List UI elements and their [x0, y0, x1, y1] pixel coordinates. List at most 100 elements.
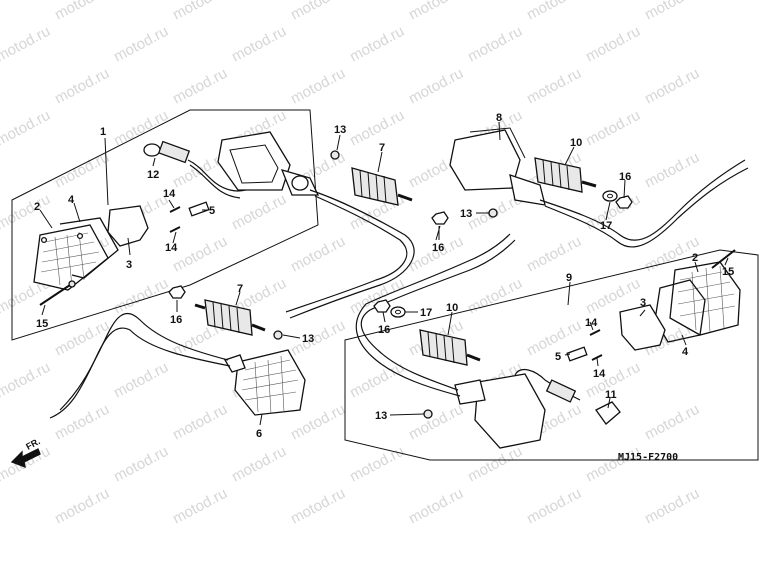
callout-16-a: 16 [432, 242, 444, 254]
callout-1: 1 [100, 126, 106, 138]
callout-7-lower: 7 [237, 283, 243, 295]
front-signal-part-6 [224, 349, 306, 416]
front-signal-wire-right [539, 159, 746, 241]
watermark-text: motod.ru [170, 401, 230, 444]
rear-wire-right [360, 239, 516, 391]
watermark-text: motod.ru [524, 485, 584, 528]
watermark-text: motod.ru [52, 317, 112, 360]
callout-13-a: 13 [334, 124, 346, 136]
watermark-text: motod.ru [642, 401, 702, 444]
stalk-wire-left [289, 189, 415, 319]
front-direction-arrow-icon [10, 448, 41, 469]
watermark-text: motod.ru [347, 23, 407, 66]
front-signal-part-8 [449, 127, 546, 206]
callout-14-a: 14 [163, 188, 176, 200]
leader-lines [39, 121, 729, 426]
callout-4-left: 4 [68, 194, 75, 206]
washer-part-17a [602, 190, 618, 202]
watermark-text: motod.ru [288, 485, 348, 528]
watermark-text: motod.ru [642, 0, 702, 24]
callout-6: 6 [256, 428, 262, 440]
watermark-text: motod.ru [465, 443, 525, 486]
watermark-text: motod.ru [52, 149, 112, 192]
screw-part-15-left [39, 280, 76, 306]
watermark-text: motod.ru [111, 23, 171, 66]
callout-15-right: 15 [722, 266, 734, 278]
callout-4-right: 4 [682, 346, 689, 358]
bolt-part-13d [423, 409, 433, 419]
watermark-text: motod.ru [642, 149, 702, 192]
callout-13-c: 13 [460, 208, 472, 220]
callout-3-left: 3 [126, 259, 132, 271]
callout-16-c: 16 [619, 171, 631, 183]
watermark-text: motod.ru [229, 23, 289, 66]
watermark-text: motod.ru [52, 0, 112, 24]
callout-3-right: 3 [640, 297, 646, 309]
watermark-text: motod.ru [347, 443, 407, 486]
watermark-text: motod.ru [52, 485, 112, 528]
watermark-text: motod.ru [111, 359, 171, 402]
stalk-wire-left-b [285, 195, 408, 313]
watermark-text: motod.ru [170, 233, 230, 276]
callout-11: 11 [605, 389, 617, 401]
rubber-mount-part-7a [351, 167, 413, 206]
callout-10-lower: 10 [446, 302, 458, 314]
watermark-text: motod.ru [288, 65, 348, 108]
clip-part-5-right [566, 346, 588, 362]
callout-2-right: 2 [692, 252, 698, 264]
front-signal-wire-right-b [544, 167, 749, 248]
callout-15-left: 15 [36, 318, 48, 330]
rear-signal-housing-right [454, 373, 546, 449]
front-signal-wire-left [59, 312, 229, 411]
watermark-text: motod.ru [288, 317, 348, 360]
callout-2-left: 2 [34, 201, 40, 213]
watermark-text: motod.ru [288, 0, 348, 24]
screw-part-14c [589, 329, 601, 336]
callout-5-left: 5 [209, 205, 215, 217]
watermark-text: motod.ru [465, 275, 525, 318]
screw-part-14a [169, 206, 181, 213]
watermark-text: motod.ru [465, 23, 525, 66]
screw-part-14b [169, 226, 181, 233]
housing-part-7-upper [217, 131, 320, 196]
callout-17-upper: 17 [600, 220, 612, 232]
bolt-part-13c [488, 208, 498, 218]
callout-14-d: 14 [593, 368, 606, 380]
rubber-mount-part-7b [194, 299, 266, 336]
callout-8: 8 [496, 112, 502, 124]
watermark-text: motod.ru [524, 233, 584, 276]
watermark-text: motod.ru [0, 359, 53, 402]
callout-12: 12 [147, 169, 159, 181]
watermark-text: motod.ru [170, 485, 230, 528]
assembly-frame-rear-left [11, 109, 319, 341]
bolt-part-13a [330, 150, 340, 160]
watermark-text: motod.ru [583, 23, 643, 66]
rear-wire-right-b [355, 233, 511, 397]
callout-14-c: 14 [585, 317, 598, 329]
front-signal-wire-left-b [49, 327, 231, 419]
clip-part-5-left [188, 201, 210, 217]
rubber-mount-part-10b [419, 329, 481, 366]
callout-9: 9 [566, 272, 572, 284]
watermark-text: motod.ru [583, 443, 643, 486]
watermark-text: motod.ru [406, 65, 466, 108]
assembly-frame-rear-right [344, 249, 759, 461]
nut-part-16e [373, 299, 391, 313]
nut-part-16b [168, 285, 186, 299]
screw-part-15-right [711, 249, 736, 269]
watermark-text: motod.ru [406, 401, 466, 444]
callout-10-upper: 10 [570, 137, 582, 149]
watermark-text: motod.ru [288, 233, 348, 276]
watermark-text: motod.ru [111, 443, 171, 486]
watermark-text: motod.ru [347, 107, 407, 150]
watermark-text: motod.ru [229, 443, 289, 486]
callout-14-b: 14 [165, 242, 178, 254]
bracket-part-3-left [107, 205, 149, 247]
bulb-socket-right [514, 368, 581, 403]
watermark-text: motod.ru [52, 65, 112, 108]
watermark-text: motod.ru [524, 65, 584, 108]
nut-part-16a [431, 211, 449, 225]
callout-16-b: 16 [170, 314, 182, 326]
callout-13-d: 13 [375, 410, 387, 422]
